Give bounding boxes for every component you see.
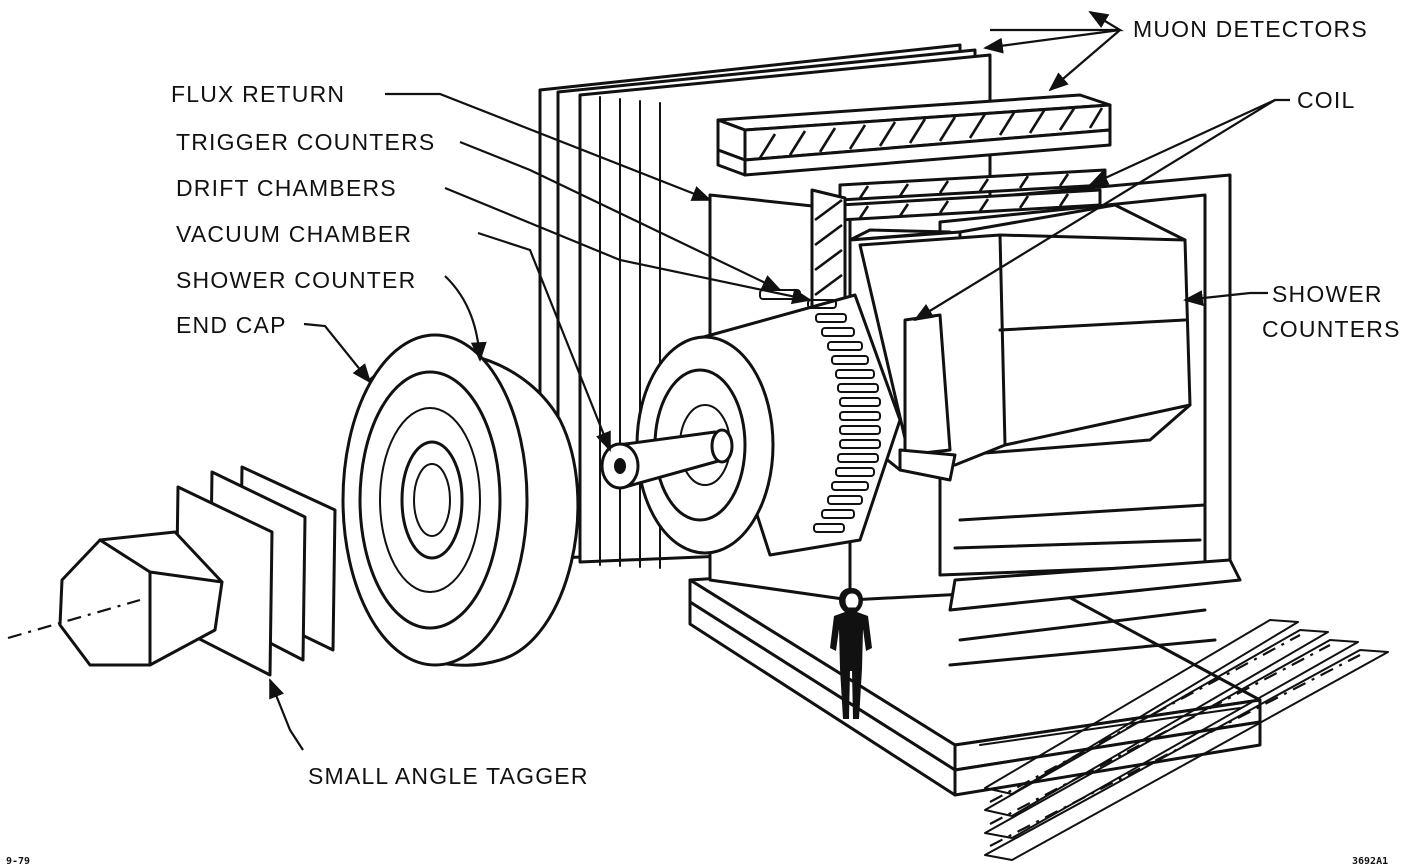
label-flux-return: FLUX RETURN xyxy=(171,81,345,107)
small-angle-tagger-planes xyxy=(174,465,337,677)
label-shower-counter: SHOWER COUNTER xyxy=(176,267,416,293)
label-end-cap: END CAP xyxy=(176,312,287,338)
label-drift-chambers: DRIFT CHAMBERS xyxy=(176,175,397,201)
label-muon-detectors: MUON DETECTORS xyxy=(1133,16,1368,42)
vacuum-chamber xyxy=(600,428,734,490)
label-vacuum-chamber: VACUUM CHAMBER xyxy=(176,221,412,247)
label-trigger-counters: TRIGGER COUNTERS xyxy=(176,129,435,155)
top-muon-detectors xyxy=(716,93,1112,222)
coil-and-shower-counters xyxy=(848,203,1192,482)
leader-lines xyxy=(268,10,1290,751)
beam-line xyxy=(7,598,141,640)
floor-dashed-lines xyxy=(984,619,1389,861)
end-cap-disk xyxy=(341,333,580,667)
footer-date-code: 9-79 xyxy=(6,856,30,867)
label-small-angle-tagger: SMALL ANGLE TAGGER xyxy=(308,763,589,789)
hexagonal-block xyxy=(58,530,224,667)
human-figure xyxy=(830,588,872,719)
label-coil: COIL xyxy=(1297,87,1355,113)
label-shower-counters-line2: COUNTERS xyxy=(1262,316,1401,342)
label-shower-counters-line1: SHOWER xyxy=(1272,281,1383,307)
footer-figure-code: 3692A1 xyxy=(1352,856,1388,867)
